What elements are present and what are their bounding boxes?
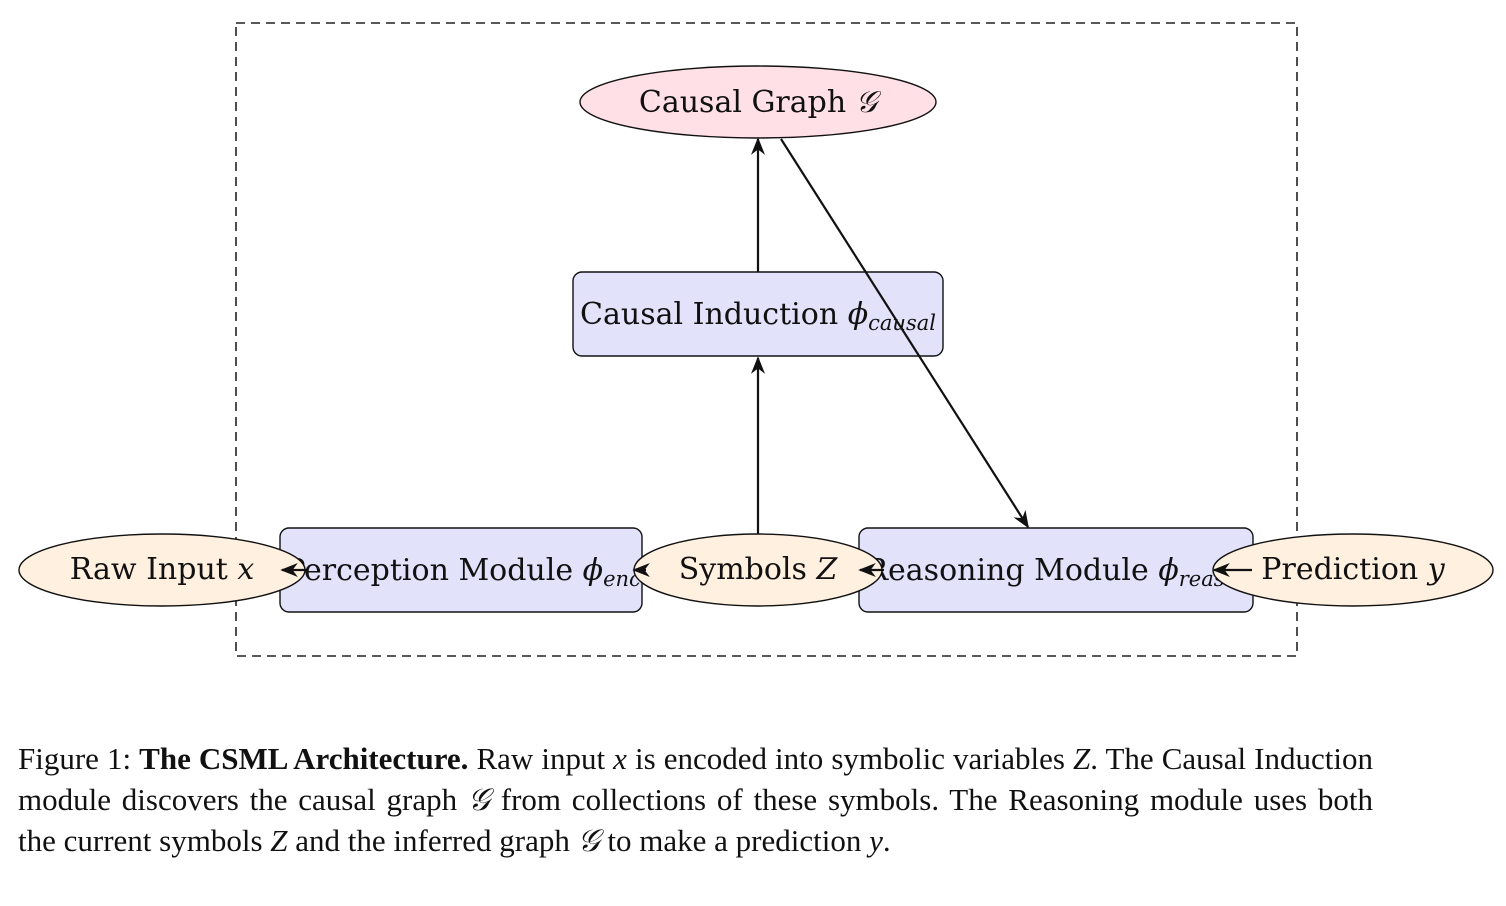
causal-induction-node: Causal Induction ϕcausal xyxy=(572,271,944,357)
reasoning-module-math: ϕ xyxy=(1158,553,1178,588)
symbols-label: Symbols Z xyxy=(679,552,839,587)
perception-module-math: ϕ xyxy=(583,553,603,588)
symbols-node: Symbols Z xyxy=(633,533,883,607)
reasoning-module-text: Reasoning Module xyxy=(865,553,1158,588)
causal-graph-node: Causal Graph 𝒢 xyxy=(579,65,937,139)
figure-caption: Figure 1: The CSML Architecture. Raw inp… xyxy=(18,738,1373,861)
caption-end: . xyxy=(882,823,891,858)
raw-input-text: Raw Input xyxy=(70,552,238,587)
raw-input-node: Raw Input x xyxy=(18,533,306,607)
perception-module-node: Perception Module ϕenc xyxy=(279,527,643,613)
caption-z2: Z xyxy=(270,823,288,858)
architecture-diagram: Causal Graph 𝒢 Causal Induction ϕcausal … xyxy=(18,22,1494,657)
prediction-math: y xyxy=(1426,552,1446,587)
caption-z1: Z xyxy=(1073,741,1091,776)
causal-induction-text: Causal Induction xyxy=(580,297,848,332)
causal-induction-subscript: causal xyxy=(868,311,936,335)
causal-graph-text: Causal Graph xyxy=(639,85,856,120)
raw-input-math: x xyxy=(237,552,254,587)
system-boundary xyxy=(235,22,1298,657)
caption-title: The CSML Architecture. xyxy=(139,741,469,776)
caption-y: y xyxy=(869,823,883,858)
caption-s3: and the inferred graph xyxy=(287,823,578,858)
caption-g2: 𝒢 xyxy=(577,823,600,858)
causal-graph-label: Causal Graph 𝒢 xyxy=(639,85,882,120)
caption-s2: from collections of these symbols. The R… xyxy=(18,782,1373,858)
prediction-text: Prediction xyxy=(1261,552,1427,587)
symbols-text: Symbols xyxy=(679,552,817,587)
caption-s1a: Raw input xyxy=(476,741,614,776)
perception-module-label: Perception Module ϕenc xyxy=(285,553,641,591)
reasoning-module-label: Reasoning Module ϕreas xyxy=(865,553,1224,591)
raw-input-label: Raw Input x xyxy=(70,552,255,587)
caption-x: x xyxy=(613,741,627,776)
symbols-math: Z xyxy=(815,552,838,587)
prediction-label: Prediction y xyxy=(1261,552,1445,587)
prediction-node: Prediction y xyxy=(1212,533,1494,607)
causal-induction-math: ϕ xyxy=(848,297,868,332)
caption-s1b: is encoded into symbolic variables xyxy=(626,741,1073,776)
caption-s4: to make a prediction xyxy=(599,823,870,858)
caption-s1c: . The Causal Induction module discovers … xyxy=(18,741,1373,817)
caption-prefix: Figure 1: xyxy=(18,741,140,776)
edge-graph-to-reasoning xyxy=(780,138,1029,529)
reasoning-module-node: Reasoning Module ϕreas xyxy=(858,527,1254,613)
causal-induction-label: Causal Induction ϕcausal xyxy=(580,297,936,335)
caption-g1: 𝒢 xyxy=(467,782,490,817)
perception-module-text: Perception Module xyxy=(285,553,582,588)
